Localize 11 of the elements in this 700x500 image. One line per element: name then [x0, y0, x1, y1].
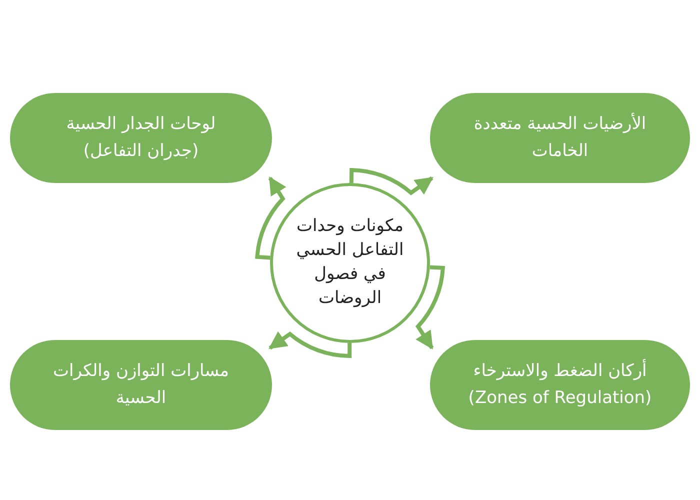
curved-arrow: [349, 168, 434, 195]
box-label: أركان الضغط والاسترخاء (Zones of Regulation): [467, 358, 653, 410]
box-label: مسارات التوازن والكرات الحسية: [52, 360, 230, 410]
center-circle: [270, 183, 430, 343]
rounded-box: [10, 340, 272, 430]
box-label: الأرضيات الحسية متعددة الخامات: [472, 112, 648, 163]
curved-arrow: [268, 331, 352, 358]
center-title: مكونات وحدات التفاعل الحسي في فصول الروضات: [295, 215, 405, 310]
box-label: لوحات الجدار الحسية (جدران التفاعل): [65, 112, 217, 163]
curved-arrow: [416, 265, 445, 350]
curved-arrow: [255, 176, 286, 260]
